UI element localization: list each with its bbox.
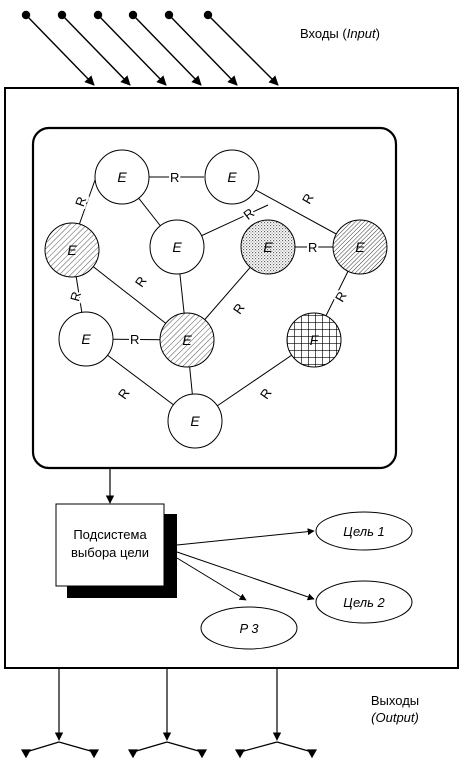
- inputs-label: Входы (Input): [300, 26, 380, 41]
- svg-text:E: E: [67, 242, 77, 258]
- node-e3: E: [149, 219, 205, 275]
- relation-label: R: [332, 289, 350, 305]
- outputs-label-en: (Output): [371, 710, 419, 725]
- arrow-to-goal-1: [176, 528, 315, 546]
- svg-text:Цель 1: Цель 1: [343, 524, 385, 539]
- node-e9: E: [167, 393, 223, 449]
- goal-p3: P 3: [200, 606, 298, 650]
- goal-2: Цель 2: [315, 580, 413, 624]
- node-e5-dotted: E: [240, 219, 296, 275]
- node-e6-hatched: E: [332, 219, 388, 275]
- output-arrow-1: [20, 668, 100, 759]
- relation-label: R: [299, 191, 317, 207]
- relation-label: R: [308, 240, 317, 255]
- node-e2: E: [204, 149, 260, 205]
- input-arrow-1: [21, 10, 95, 86]
- svg-text:Цель 2: Цель 2: [343, 595, 385, 610]
- relation-label: R: [170, 170, 179, 185]
- relation-label: R: [257, 386, 275, 402]
- network-nodes: E E E E E E E E: [44, 149, 388, 449]
- svg-text:E: E: [182, 332, 192, 348]
- relation-label: R: [130, 332, 139, 347]
- network-edges: [71, 176, 361, 422]
- node-f-grid: F: [286, 312, 342, 368]
- node-e7: E: [58, 311, 114, 367]
- input-arrow-6: [203, 10, 279, 86]
- svg-text:E: E: [81, 331, 91, 347]
- arrow-to-p3: [176, 557, 247, 601]
- output-arrow-2: [127, 668, 208, 759]
- network-frame: [31, 126, 398, 470]
- svg-text:E: E: [190, 413, 200, 429]
- input-arrow-2: [57, 10, 131, 86]
- relation-label: R: [132, 274, 150, 290]
- svg-text:E: E: [263, 239, 273, 255]
- input-arrows: [21, 10, 279, 86]
- subsystem-box: [55, 503, 165, 587]
- input-arrow-3: [93, 10, 167, 86]
- subsystem-label-line1: Подсистема: [73, 527, 147, 542]
- goal-arrows: [176, 528, 315, 601]
- node-e1: E: [94, 149, 150, 205]
- relation-label: R: [67, 290, 84, 303]
- relation-label: R: [115, 386, 133, 402]
- input-arrow-5: [164, 10, 238, 86]
- arrow-to-goal-2: [176, 551, 315, 601]
- output-arrows: [20, 668, 318, 759]
- input-arrow-4: [128, 10, 202, 86]
- svg-text:E: E: [355, 239, 365, 255]
- svg-text:E: E: [117, 169, 127, 185]
- svg-text:P 3: P 3: [239, 621, 259, 636]
- svg-text:E: E: [227, 169, 237, 185]
- relation-label: R: [72, 195, 89, 209]
- outputs-label: Выходы: [371, 693, 419, 708]
- svg-text:E: E: [172, 239, 182, 255]
- relation-label: R: [241, 205, 258, 223]
- system-boundary: [4, 87, 459, 669]
- svg-text:F: F: [310, 332, 320, 348]
- node-e4-hatched: E: [44, 222, 100, 278]
- subsystem-label-line2: выбора цели: [71, 545, 149, 560]
- goal-1: Цель 1: [315, 511, 413, 551]
- relation-labels: R R R R R R R R R R R R: [65, 168, 351, 404]
- node-e8-hatched: E: [159, 312, 215, 368]
- relation-label: R: [230, 301, 248, 317]
- output-arrow-3: [234, 668, 318, 759]
- goal-selection-subsystem: Подсистема выбора цели: [55, 503, 177, 598]
